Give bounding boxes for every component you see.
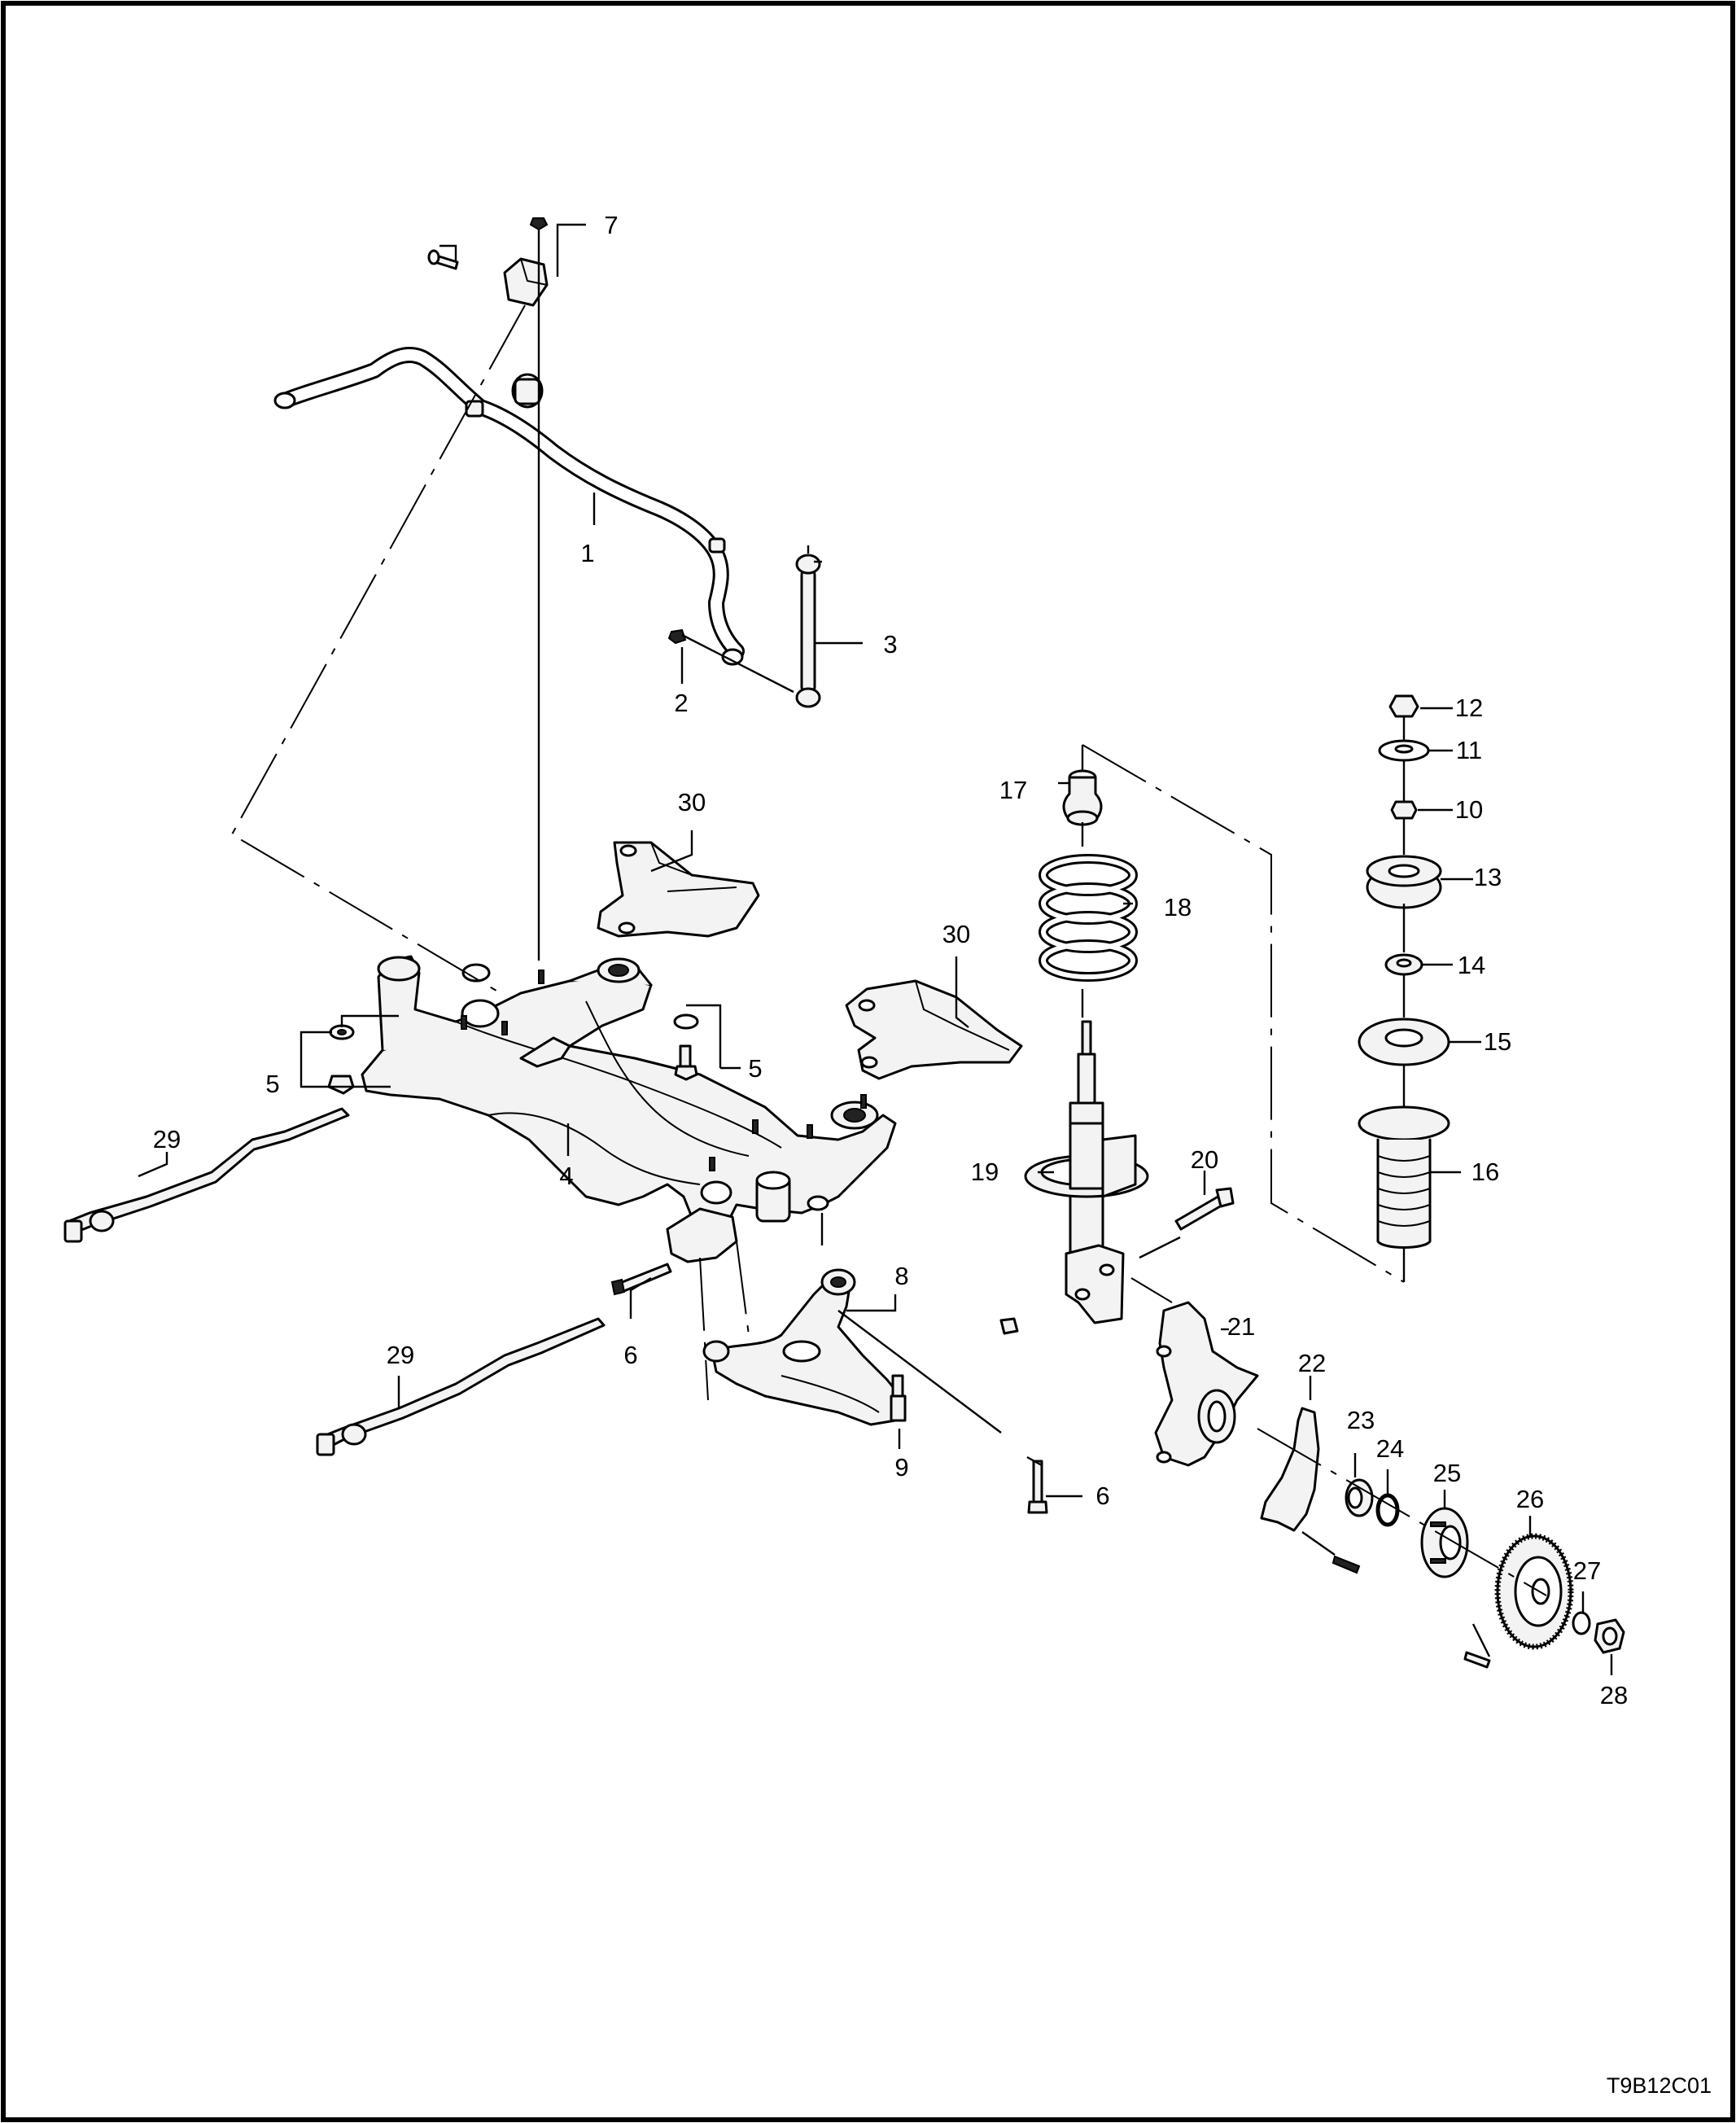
stabilizer-link <box>667 545 822 708</box>
callout-7: 7 <box>604 211 618 239</box>
callout-12: 12 <box>1455 694 1483 722</box>
callout-18: 18 <box>1164 893 1192 921</box>
callout-14: 14 <box>1458 951 1485 979</box>
callout-26: 26 <box>1516 1485 1544 1513</box>
dust-boot <box>1358 1105 1450 1249</box>
tension-rod-upper <box>63 1107 350 1243</box>
callout-30-upper: 30 <box>678 788 706 816</box>
callout-labels: 1 2 3 4 5 5 6 6 7 8 9 10 11 12 13 14 15 … <box>153 211 1628 1709</box>
callout-10: 10 <box>1455 795 1483 824</box>
callout-17: 17 <box>999 776 1027 804</box>
spring-seat <box>1358 1018 1450 1066</box>
callout-27: 27 <box>1573 1556 1601 1585</box>
crossmember-fasteners-left <box>327 1024 355 1095</box>
callout-29-upper: 29 <box>153 1125 181 1153</box>
strut-mount-washer <box>1378 739 1430 762</box>
callout-25: 25 <box>1433 1459 1461 1487</box>
hub-nut <box>1594 1618 1625 1654</box>
strut-mount <box>1366 855 1442 909</box>
callout-23: 23 <box>1347 1406 1375 1434</box>
stabilizer-bushing-clamp <box>427 217 549 409</box>
callout-6-upper: 6 <box>623 1341 637 1369</box>
callout-8: 8 <box>894 1262 908 1290</box>
crossmember <box>361 955 897 1263</box>
steering-knuckle <box>1154 1301 1259 1467</box>
hub-washer <box>1572 1611 1591 1635</box>
lower-control-arm <box>702 1268 907 1426</box>
callout-21: 21 <box>1227 1312 1255 1341</box>
callout-29-lower: 29 <box>387 1341 414 1369</box>
callout-30-right: 30 <box>942 920 970 948</box>
figure-code: T9B12C01 <box>1607 2073 1712 2098</box>
callout-2: 2 <box>674 689 688 717</box>
callout-3: 3 <box>883 630 897 659</box>
strut-bump-stop <box>1062 769 1103 826</box>
bolt-lower <box>1027 1460 1048 1514</box>
splash-shield <box>1260 1407 1361 1574</box>
callout-1: 1 <box>580 539 594 567</box>
strut-bolt <box>1174 1187 1235 1231</box>
stabilizer-bar <box>273 347 745 666</box>
wheel-hub <box>1420 1507 1469 1578</box>
brake-disc <box>1463 1533 1574 1669</box>
callout-16: 16 <box>1471 1158 1499 1186</box>
callout-13: 13 <box>1474 863 1502 891</box>
leader-lines <box>138 223 1613 1675</box>
callout-24: 24 <box>1376 1434 1404 1463</box>
callout-28: 28 <box>1600 1681 1628 1709</box>
callout-9: 9 <box>894 1453 908 1482</box>
mounting-bracket-right <box>845 979 1023 1080</box>
callout-5-right: 5 <box>748 1054 762 1083</box>
callout-19: 19 <box>971 1158 999 1186</box>
coil-spring <box>1039 854 1138 982</box>
callout-20: 20 <box>1191 1145 1218 1174</box>
tension-rod-lower <box>316 1317 606 1456</box>
callout-4: 4 <box>559 1162 573 1190</box>
shock-absorber <box>999 1020 1149 1335</box>
callout-11: 11 <box>1456 736 1482 764</box>
wheel-bearing <box>1345 1478 1374 1517</box>
mounting-bracket-upper <box>597 841 760 938</box>
crossmember-fasteners-right <box>673 1013 699 1081</box>
strut-mount-nut <box>1388 694 1419 718</box>
callout-15: 15 <box>1484 1027 1511 1056</box>
callout-5-left: 5 <box>265 1070 279 1098</box>
strut-bearing <box>1384 953 1423 976</box>
callout-6-lower: 6 <box>1095 1482 1109 1510</box>
callout-22: 22 <box>1298 1349 1326 1377</box>
bolt-upper <box>610 1263 672 1296</box>
strut-mount-inner-nut <box>1390 800 1418 820</box>
